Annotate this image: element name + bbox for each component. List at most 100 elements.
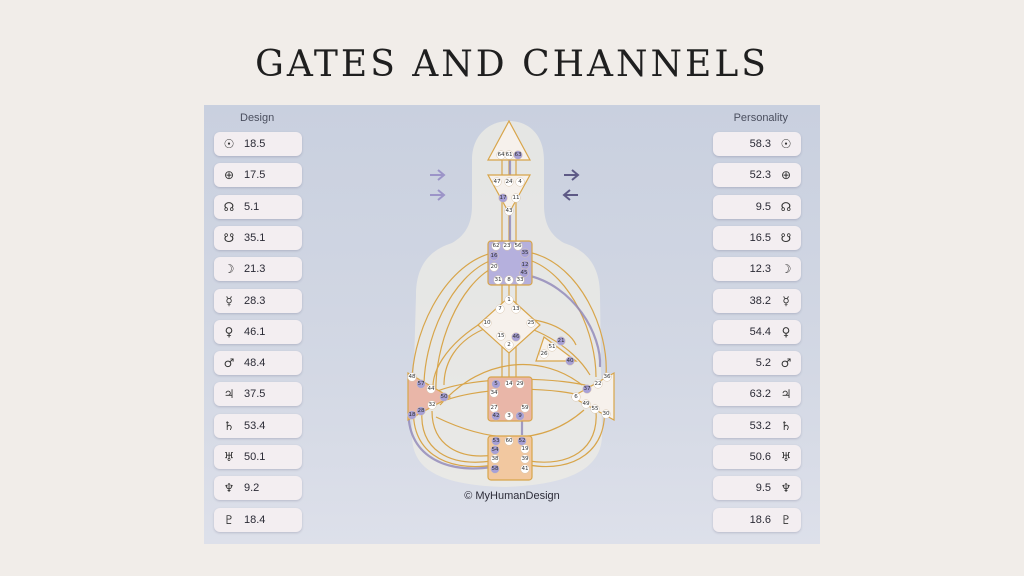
- svg-text:51: 51: [548, 344, 556, 350]
- gate-19: 19: [520, 444, 530, 454]
- svg-text:30: 30: [602, 411, 610, 417]
- channel-line: [431, 410, 495, 457]
- design-row: ♃ 37.5: [214, 382, 302, 407]
- svg-text:28: 28: [417, 408, 425, 414]
- svg-text:29: 29: [516, 381, 524, 387]
- channel-line: [423, 259, 493, 394]
- gate-9: 9: [515, 411, 525, 421]
- neptune-icon: ♆: [223, 481, 235, 496]
- gate-53: 53: [491, 436, 501, 446]
- gate-21: 21: [556, 336, 566, 346]
- svg-text:41: 41: [521, 466, 529, 472]
- mercury-icon: ☿: [782, 293, 790, 308]
- design-row: ♆ 9.2: [214, 476, 302, 501]
- gate-41: 41: [520, 464, 530, 474]
- svg-text:36: 36: [603, 374, 611, 380]
- design-value: 53.4: [244, 419, 266, 432]
- jupiter-icon: ♃: [223, 387, 235, 402]
- design-value: 37.5: [244, 388, 266, 401]
- moon-icon: ☽: [223, 262, 235, 277]
- design-value: 21.3: [244, 263, 266, 276]
- svg-text:53: 53: [492, 438, 500, 444]
- gate-47: 47: [492, 177, 502, 187]
- svg-text:8: 8: [507, 277, 511, 283]
- personality-row: 54.4♀: [713, 319, 801, 344]
- gate-43: 43: [504, 206, 514, 216]
- gate-59: 59: [520, 403, 530, 413]
- channel-line: [411, 252, 493, 394]
- svg-text:24: 24: [505, 179, 513, 185]
- gate-5: 5: [491, 379, 501, 389]
- south-node-icon: ☋: [223, 230, 235, 245]
- svg-text:25: 25: [527, 320, 535, 326]
- svg-text:42: 42: [492, 413, 499, 419]
- channel-line: [435, 266, 495, 396]
- personality-row: 16.5☋: [713, 225, 801, 250]
- gate-40: 40: [565, 356, 575, 366]
- svg-text:38: 38: [491, 456, 499, 462]
- svg-text:19: 19: [521, 446, 529, 452]
- svg-text:48: 48: [408, 374, 416, 380]
- gate-2: 2: [504, 340, 514, 350]
- svg-text:39: 39: [521, 456, 529, 462]
- pluto-icon: ♇: [223, 512, 235, 527]
- personality-value: 63.2: [749, 388, 771, 401]
- svg-text:32: 32: [428, 402, 435, 408]
- design-arrows: [430, 169, 446, 201]
- channel-line: [531, 252, 607, 376]
- gate-11: 11: [511, 193, 521, 203]
- personality-value: 12.3: [749, 263, 771, 276]
- neptune-icon: ♆: [780, 481, 792, 496]
- uranus-icon: ♅: [223, 450, 235, 464]
- gate-46: 46: [511, 332, 521, 342]
- venus-icon: ♀: [781, 324, 791, 339]
- design-row: ♄53.4: [214, 413, 302, 438]
- svg-text:49: 49: [582, 401, 590, 407]
- personality-value: 53.2: [749, 419, 771, 432]
- copyright: © MyHumanDesign: [464, 490, 560, 502]
- personality-arrows: [562, 169, 580, 201]
- arrow-right-icon: [430, 189, 446, 201]
- svg-text:56: 56: [514, 243, 522, 249]
- svg-text:44: 44: [427, 386, 435, 392]
- gate-33: 33: [515, 275, 525, 285]
- gate-60: 60: [504, 436, 514, 446]
- personality-value: 18.6: [749, 513, 771, 526]
- personality-value: 50.6: [749, 451, 771, 463]
- svg-text:62: 62: [492, 243, 499, 249]
- gate-58: 58: [490, 464, 500, 474]
- svg-text:26: 26: [540, 351, 548, 357]
- svg-text:14: 14: [505, 381, 513, 387]
- personality-row: 9.5☊: [713, 194, 801, 219]
- design-value: 9.2: [244, 482, 260, 495]
- gate-8: 8: [504, 275, 514, 285]
- arrow-right-icon: [564, 169, 580, 181]
- design-value: 5.1: [244, 200, 260, 213]
- mars-icon: ♂: [780, 356, 792, 371]
- svg-text:13: 13: [512, 306, 520, 312]
- gate-45: 45: [519, 268, 529, 278]
- channel-line: [533, 319, 577, 346]
- personality-value: 52.3: [749, 169, 771, 182]
- channel-line: [533, 329, 591, 376]
- arrow-right-icon: [430, 169, 446, 181]
- svg-text:6: 6: [574, 394, 578, 400]
- gate-39: 39: [520, 454, 530, 464]
- gate-44: 44: [426, 384, 436, 394]
- svg-text:61: 61: [505, 152, 513, 158]
- sun-icon: ☉: [780, 137, 792, 151]
- personality-row: 18.6♇: [713, 507, 801, 532]
- moon-icon: ☽: [780, 262, 792, 277]
- design-value: 18.5: [244, 138, 266, 150]
- svg-text:59: 59: [521, 405, 529, 411]
- svg-text:2: 2: [507, 342, 511, 348]
- svg-text:58: 58: [491, 466, 499, 472]
- sun-icon: ☉: [223, 137, 235, 151]
- gate-63: 63: [513, 150, 523, 160]
- gate-4: 4: [515, 177, 525, 187]
- personality-value: 9.5: [755, 200, 771, 213]
- gate-57: 57: [416, 379, 426, 389]
- personality-value: 38.2: [749, 294, 771, 307]
- gate-54: 54: [490, 445, 500, 455]
